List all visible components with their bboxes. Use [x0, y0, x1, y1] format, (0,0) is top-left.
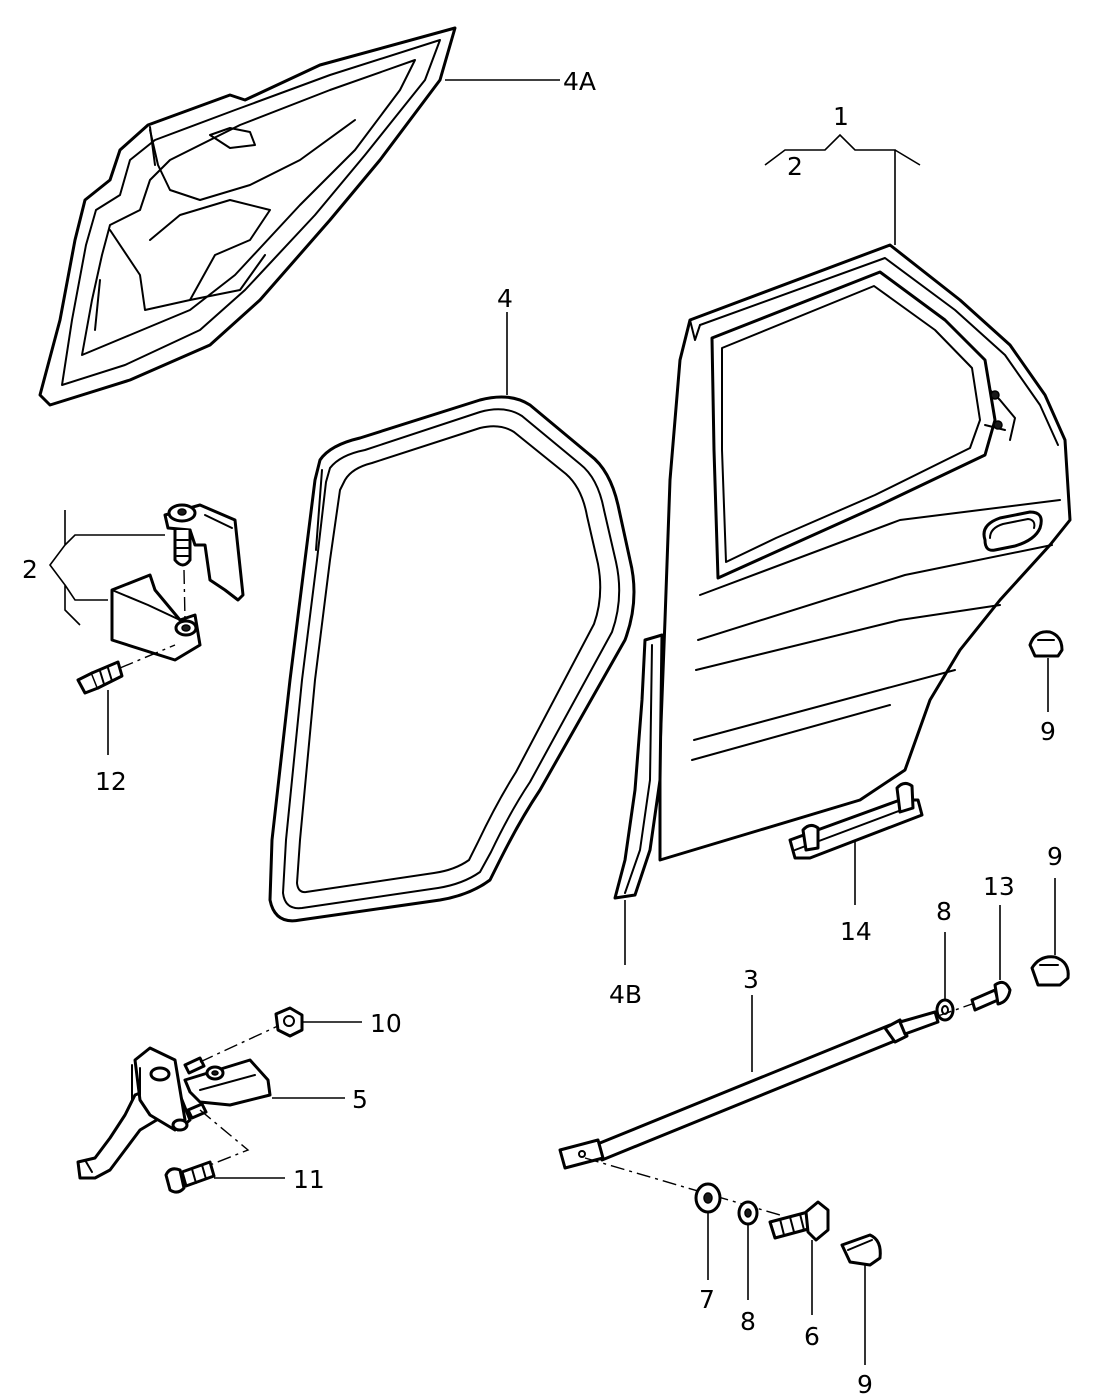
door-check-rod-3[interactable] [558, 1010, 940, 1170]
callout-9-middle: 9 [1047, 842, 1063, 871]
callout-3: 3 [743, 965, 759, 994]
callout-14: 14 [840, 917, 872, 946]
callout-2-hinge: 2 [22, 555, 38, 584]
washer-8-lower[interactable] [737, 1200, 759, 1226]
hinge-nut-axis [199, 1024, 281, 1063]
nut-10[interactable] [274, 1006, 304, 1038]
bolt-6[interactable] [768, 1200, 830, 1242]
callout-1: 1 [833, 102, 849, 131]
leader-1 [764, 133, 921, 245]
callout-4a: 4A [563, 67, 596, 96]
callout-4b: 4B [609, 980, 642, 1009]
callout-9-lower: 9 [857, 1370, 873, 1399]
hinge-bolt-axis [199, 1109, 250, 1166]
door-guide-14[interactable] [788, 781, 924, 860]
callout-4: 4 [497, 284, 513, 313]
rear-door-shell-1[interactable] [658, 243, 1072, 862]
callout-10: 10 [370, 1009, 402, 1038]
buffer-9-upper[interactable] [1028, 630, 1064, 658]
callout-8-upper: 8 [936, 897, 952, 926]
callout-7: 7 [699, 1285, 715, 1314]
buffer-9-lower[interactable] [840, 1233, 882, 1267]
callout-11: 11 [293, 1165, 325, 1194]
rod-end-axis [937, 1003, 973, 1017]
bolt-axis-line [119, 644, 176, 669]
hinge-axis-line [183, 569, 186, 621]
callout-2-door: 2 [787, 152, 803, 181]
leader-2-hinge [49, 510, 165, 626]
hinge-bolt-12[interactable] [76, 660, 124, 695]
callout-13: 13 [983, 872, 1015, 901]
door-inner-panel-4a[interactable] [38, 26, 457, 407]
door-seal-4[interactable] [268, 395, 636, 923]
buffer-9-middle[interactable] [1030, 955, 1070, 987]
callout-12: 12 [95, 767, 127, 796]
hinge-lower-2[interactable] [110, 573, 202, 662]
washer-7[interactable] [694, 1182, 722, 1214]
weatherstrip-4b[interactable] [613, 633, 664, 900]
callout-9-upper: 9 [1040, 717, 1056, 746]
callout-6: 6 [804, 1322, 820, 1351]
washer-8-upper[interactable] [935, 998, 955, 1022]
door-hinge-5[interactable] [76, 1046, 272, 1180]
hinge-upper-2[interactable] [163, 503, 245, 602]
bolt-13[interactable] [970, 980, 1012, 1012]
callout-8-lower: 8 [740, 1307, 756, 1336]
callout-5: 5 [352, 1085, 368, 1114]
screw-11[interactable] [164, 1160, 216, 1194]
